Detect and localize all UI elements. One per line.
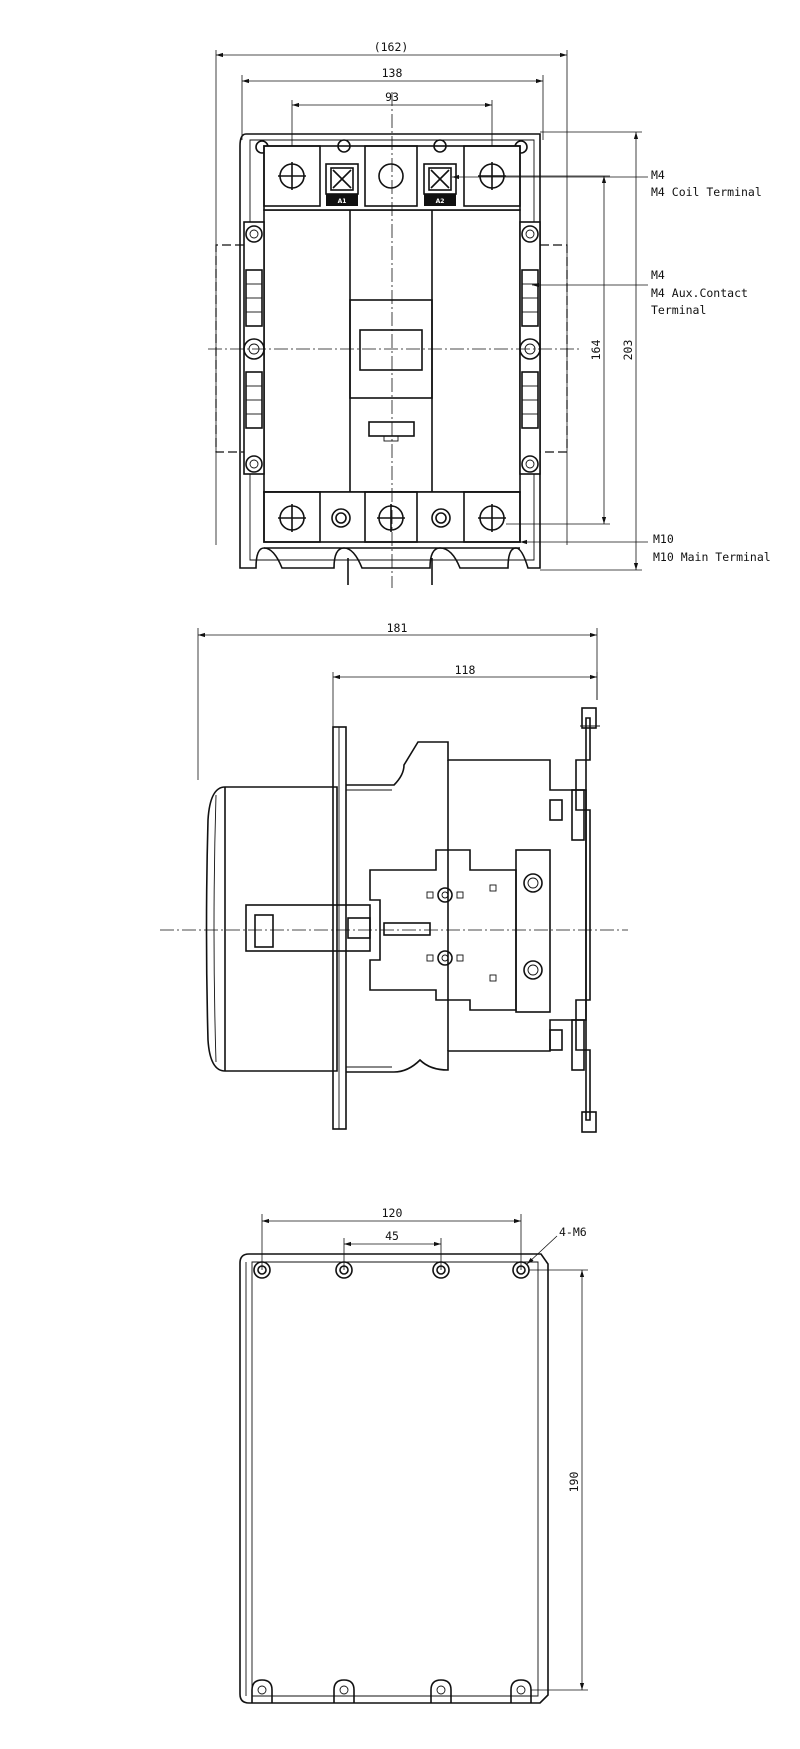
callout-main-terminal: M10 M10 Main Terminal: [520, 532, 771, 564]
hole-callout-label: 4-M6: [559, 1225, 587, 1239]
dim-overall-width-label: (162): [374, 40, 409, 54]
back-plate: [575, 717, 591, 1121]
indicator-label: [359, 329, 423, 371]
dim-mounting-depth: 118: [332, 663, 598, 730]
back-plate-clip-top: [581, 707, 597, 729]
dim-terminal-height-label: 164: [589, 340, 603, 361]
back-plate-clip-bottom: [581, 1111, 597, 1133]
screw-hole-icon: [431, 508, 451, 528]
mounting-flange: [332, 726, 347, 1130]
aux-contact-right: [519, 221, 541, 475]
dim-overall-depth: 181: [197, 621, 598, 780]
coil-terminal-a1: A1: [325, 163, 359, 206]
dim-inner-hole-pitch-label: 45: [385, 1229, 399, 1243]
callout-main-description: M10 Main Terminal: [653, 550, 771, 564]
fixing-screw-icon: [437, 887, 453, 903]
mounting-slot-icon: [430, 1679, 452, 1703]
callout-aux-description-2: Terminal: [651, 303, 706, 317]
mounting-slot-icon: [251, 1679, 273, 1703]
plunger: [245, 904, 371, 952]
magnet-yoke: [369, 849, 517, 1011]
mounting-hole-icon: [335, 1261, 353, 1279]
main-terminal-screw-icon: [378, 163, 404, 189]
callout-aux-size: M4: [651, 268, 665, 282]
screw-hole-icon: [433, 139, 447, 153]
dim-body-width-label: 138: [382, 66, 403, 80]
mounting-hole-icon: [432, 1261, 450, 1279]
base-plate: [239, 1253, 549, 1704]
dim-outer-hole-pitch-label: 120: [382, 1206, 403, 1220]
top-terminal-block: [263, 145, 521, 211]
dim-vertical-hole-pitch-label: 190: [567, 1472, 581, 1493]
dim-outer-hole-pitch: 120: [261, 1206, 522, 1270]
contactor-body: [346, 741, 587, 1073]
callout-aux-terminal: M4 M4 Aux.Contact Terminal: [532, 268, 748, 317]
dim-overall-height-label: 203: [621, 340, 635, 361]
callout-coil-size: M4: [651, 168, 665, 182]
hole-callout: 4-M6: [526, 1225, 587, 1265]
dim-terminal-height: 164: [506, 175, 610, 525]
fixing-screw-icon: [523, 960, 543, 980]
front-view: (162) 138 93: [208, 40, 771, 588]
side-view: 181 118: [160, 621, 628, 1133]
dim-body-width: 138: [241, 66, 544, 140]
callout-coil-terminal: M4 M4 Coil Terminal: [452, 168, 762, 199]
dim-inner-hole-pitch: 45: [343, 1229, 442, 1270]
screw-hole-icon: [331, 508, 351, 528]
aux-contact-left: [243, 221, 265, 475]
base-view: 120 45 4-M6: [239, 1206, 588, 1704]
callout-aux-description-1: M4 Aux.Contact: [651, 286, 748, 300]
fixing-screw-icon: [523, 873, 543, 893]
screw-hole-icon: [337, 139, 351, 153]
mounting-slot-icon: [333, 1679, 355, 1703]
dim-vertical-hole-pitch: 190: [529, 1269, 588, 1691]
callout-main-size: M10: [653, 532, 674, 546]
fixing-screw-icon: [437, 950, 453, 966]
dim-overall-height: 203: [540, 131, 642, 571]
mounting-plate: [239, 133, 541, 569]
callout-coil-description: M4 Coil Terminal: [651, 185, 762, 199]
dim-overall-depth-label: 181: [387, 621, 408, 635]
mounting-slot-icon: [510, 1679, 532, 1703]
coil-terminal-a1-label: A1: [338, 198, 347, 205]
arc-chamber-cover: [205, 786, 338, 1072]
coil-terminal-a2-label: A2: [436, 198, 445, 205]
mounting-hole-icon: [253, 1261, 271, 1279]
dim-mounting-depth-label: 118: [455, 663, 476, 677]
